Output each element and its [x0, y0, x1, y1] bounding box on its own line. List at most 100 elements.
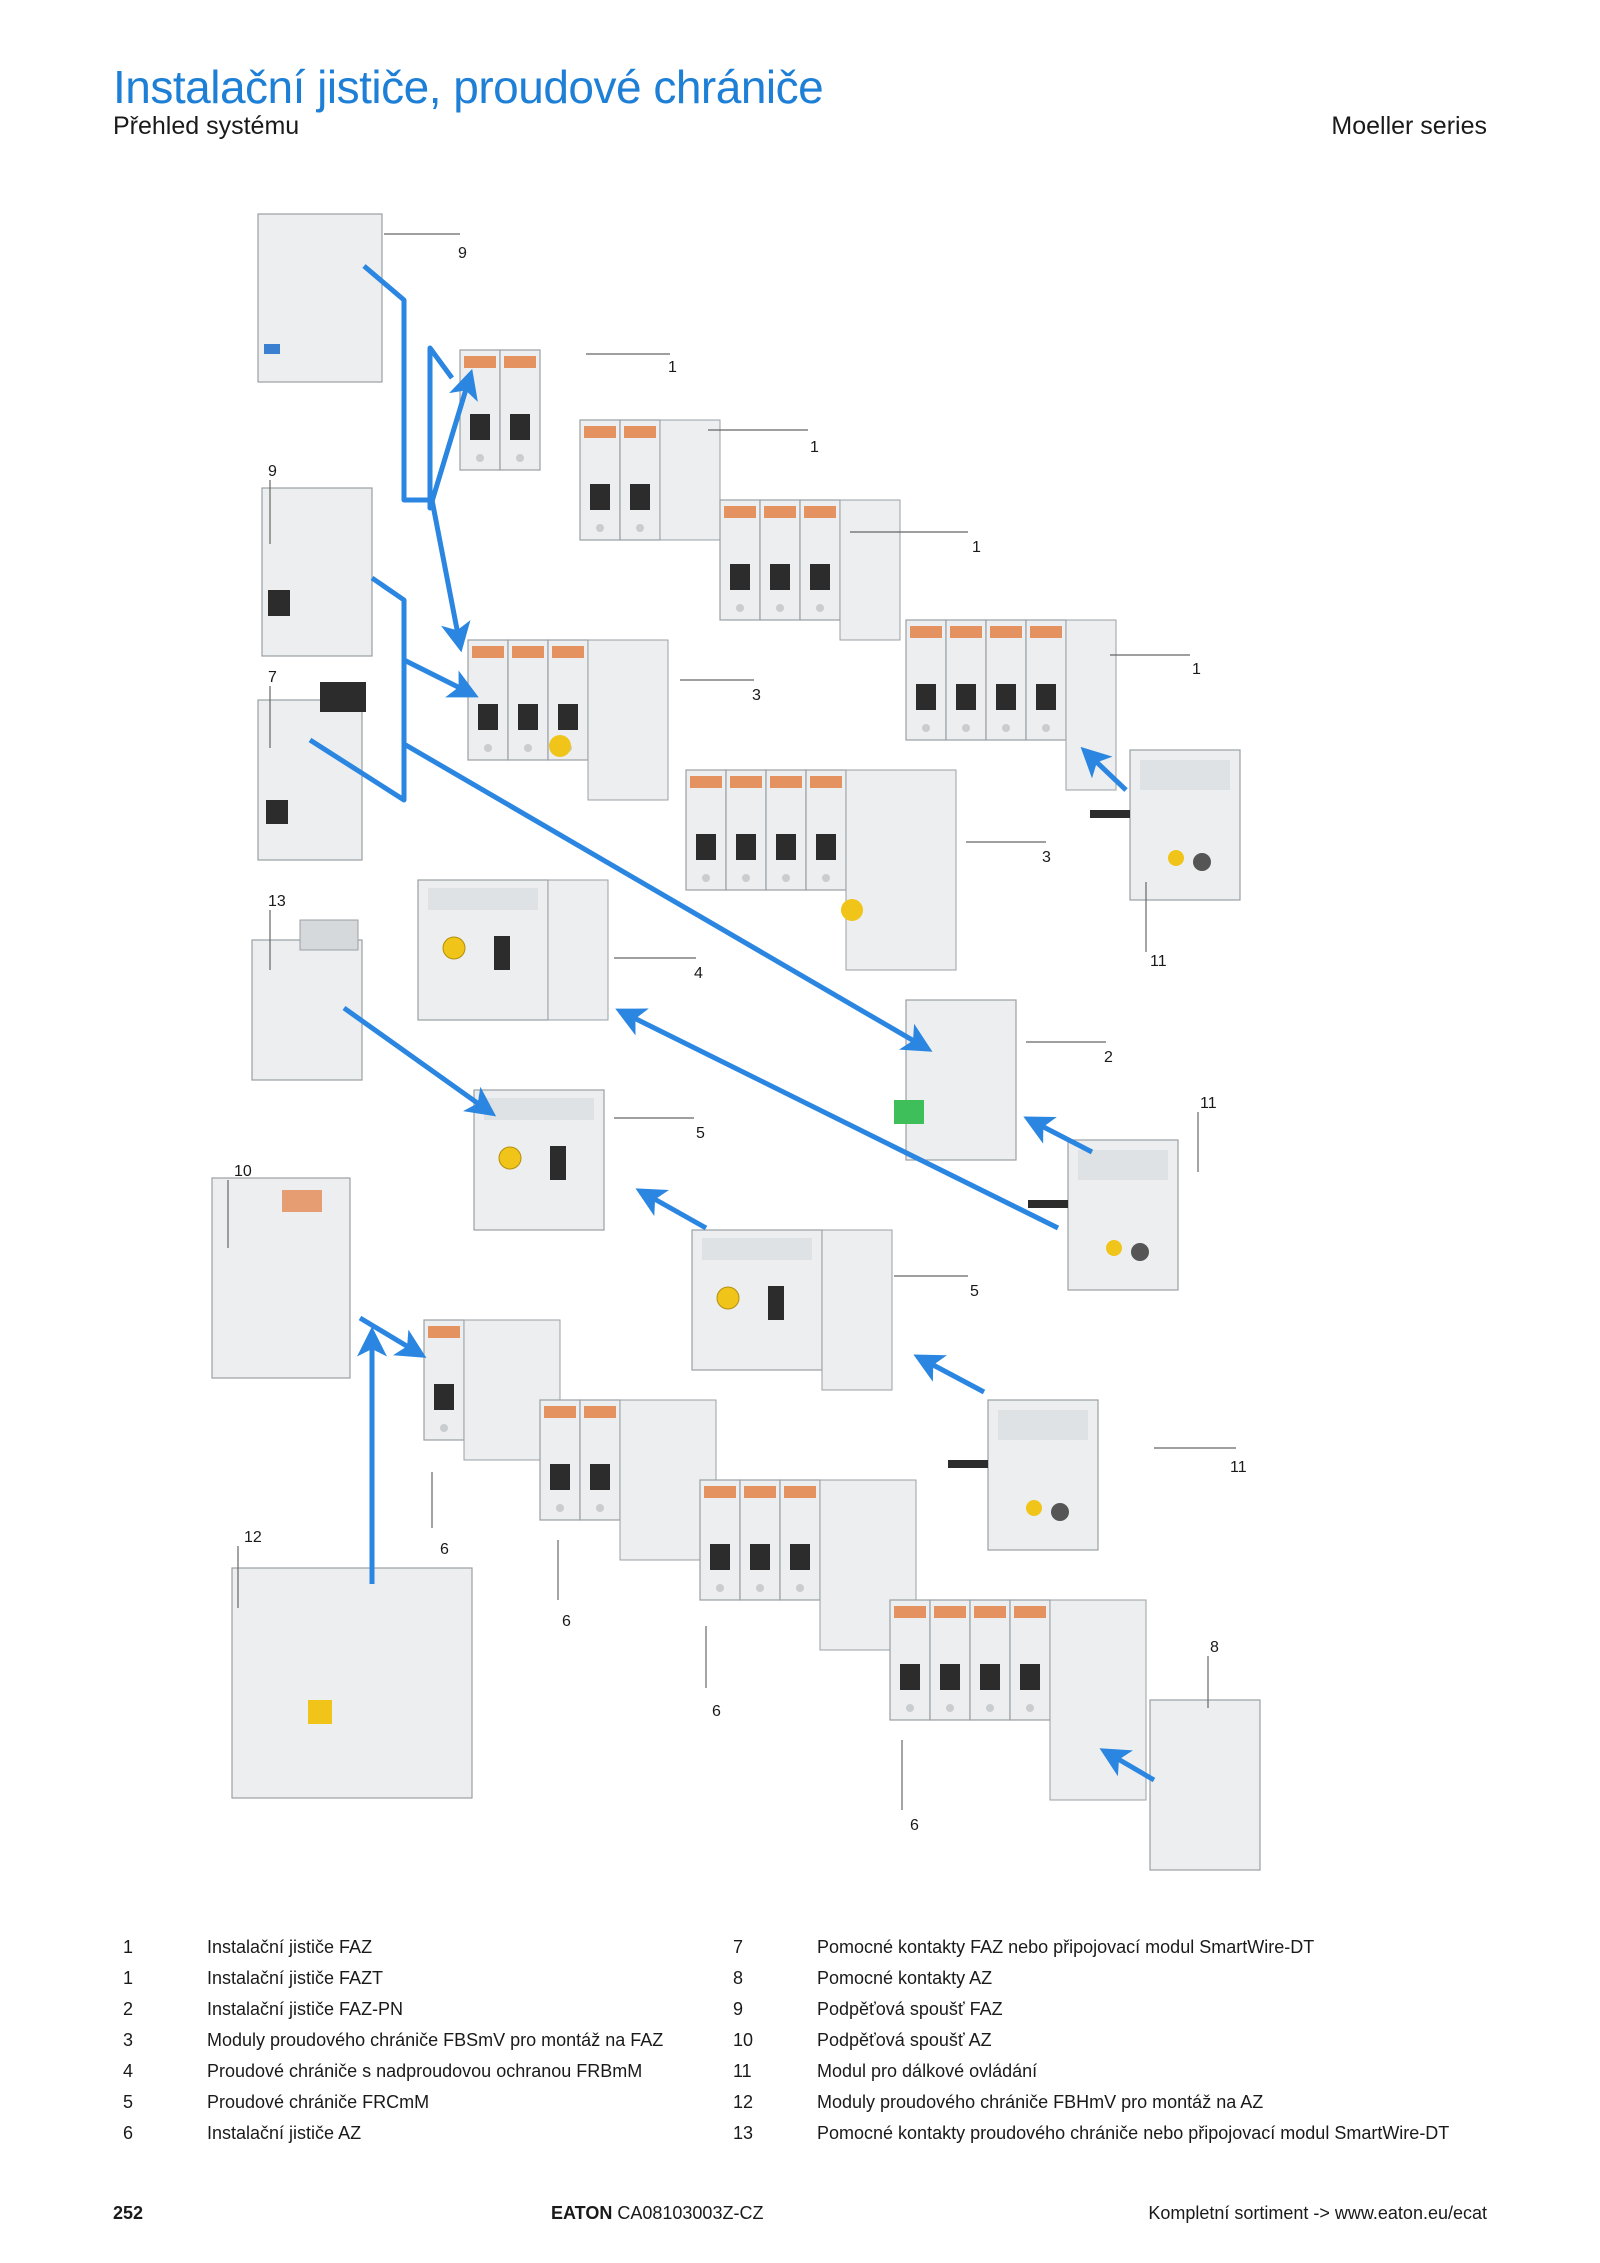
callout: 6 — [440, 1541, 449, 1558]
arrow — [427, 345, 478, 511]
device-remote-control-module-3 — [947, 1399, 1099, 1551]
callout: 1 — [668, 359, 677, 376]
legend-text: Modul pro dálkové ovládání — [817, 2061, 1038, 2081]
device-az-2p — [539, 1399, 717, 1561]
arrow — [358, 1315, 427, 1358]
device-auxiliary-contact-rcd — [251, 919, 363, 1081]
brand-logo-text: EATON — [551, 2203, 613, 2223]
device-faz-1p — [459, 349, 541, 471]
arrow — [913, 1354, 986, 1395]
callout-numbers: 9 1 9 1 1 1 7 3 3 13 4 11 2 11 5 10 5 11… — [234, 245, 1247, 1834]
catalog-link[interactable]: Kompletní sortiment -> www.eaton.eu/ecat — [1148, 2203, 1487, 2223]
callout: 5 — [970, 1283, 979, 1300]
callout: 2 — [1104, 1049, 1113, 1066]
device-rcd-frcmm-2p — [473, 1089, 605, 1231]
device-rcd-module-fbhmv — [231, 1567, 473, 1799]
legend-text: Instalační jističe FAZ-PN — [207, 1999, 404, 2019]
device-remote-control-module-2 — [1027, 1139, 1179, 1291]
system-overview-diagram: 9 1 9 1 1 1 7 3 3 13 4 11 2 11 5 10 5 11… — [211, 213, 1261, 1871]
callout: 10 — [234, 1163, 252, 1180]
callout: 3 — [1042, 849, 1051, 866]
device-faz-2p — [579, 419, 721, 541]
callout: 9 — [458, 245, 467, 262]
device-rcd-module-fbsmv-4p — [685, 769, 957, 971]
page-subtitle: Přehled systému — [113, 112, 300, 140]
callout: 13 — [268, 893, 286, 910]
legend-text: Pomocné kontakty proudového chrániče neb… — [817, 2123, 1450, 2143]
legend-text: Proudové chrániče FRCmM — [207, 2092, 430, 2112]
arrow — [635, 1188, 708, 1231]
callout: 11 — [1150, 953, 1167, 970]
callout: 11 — [1200, 1095, 1217, 1112]
callout: 1 — [810, 439, 819, 456]
callout: 4 — [694, 965, 703, 982]
device-az-4p — [889, 1599, 1147, 1801]
device-az-3p — [699, 1479, 917, 1651]
callout: 6 — [910, 1817, 919, 1834]
footer-catalog: EATON CA08103003Z-CZ — [551, 2203, 763, 2224]
callout: 11 — [1230, 1459, 1247, 1476]
arrow — [1099, 1748, 1156, 1783]
device-faz-3p — [719, 499, 901, 641]
arrow — [402, 657, 479, 698]
legend-text: Moduly proudového chrániče FBHmV pro mon… — [817, 2092, 1264, 2112]
arrow — [615, 1008, 1060, 1231]
arrow — [1023, 1116, 1094, 1155]
callout: 1 — [1192, 661, 1201, 678]
callout: 9 — [268, 463, 277, 480]
callout: 6 — [562, 1613, 571, 1630]
legend-text: Pomocné kontakty FAZ nebo připojovací mo… — [817, 1937, 1315, 1957]
arrow — [1080, 746, 1128, 792]
callout: 8 — [1210, 1639, 1219, 1656]
device-undervoltage-release-faz-2 — [261, 487, 373, 657]
callout: 12 — [244, 1529, 262, 1546]
device-auxiliary-contact-az — [1149, 1699, 1261, 1871]
device-fazt-4p — [905, 619, 1117, 791]
catalog-code: CA08103003Z-CZ — [617, 2203, 764, 2223]
callout: 5 — [696, 1125, 705, 1142]
legend-text: Proudové chrániče s nadproudovou ochrano… — [207, 2061, 643, 2081]
arrow — [308, 575, 407, 803]
series-label: Moeller series — [1331, 112, 1487, 140]
legend-text: Instalační jističe FAZ — [207, 1937, 373, 1957]
callout: 6 — [712, 1703, 721, 1720]
legend-text: Podpěťová spoušť AZ — [817, 2030, 992, 2050]
arrow — [342, 1005, 497, 1117]
device-rcbo-frbmm — [417, 879, 609, 1021]
legend-text: Podpěťová spoušť FAZ — [817, 1999, 1003, 2019]
legend-text: Moduly proudového chrániče FBSmV pro mon… — [207, 2030, 664, 2050]
legend-text: Pomocné kontakty AZ — [817, 1968, 993, 1988]
leader-lines — [227, 233, 1236, 1810]
device-rcd-module-fbsmv-3p — [467, 639, 669, 801]
callout: 3 — [752, 687, 761, 704]
page-number: 252 — [113, 2203, 144, 2223]
legend-text: Instalační jističe AZ — [207, 2123, 362, 2143]
device-rcd-frcmm-4p — [691, 1229, 893, 1391]
device-undervoltage-release-az — [211, 1177, 351, 1379]
device-faz-pn — [894, 999, 1017, 1161]
arrow — [362, 264, 471, 653]
arrow — [402, 741, 933, 1052]
device-undervoltage-release-faz — [257, 213, 383, 383]
connection-arrows — [308, 264, 1156, 1783]
page-title: Instalační jističe, proudové chrániče — [113, 61, 824, 113]
callout: 7 — [268, 669, 277, 686]
device-auxiliary-contact-faz — [257, 682, 366, 861]
callout: 1 — [972, 539, 981, 556]
